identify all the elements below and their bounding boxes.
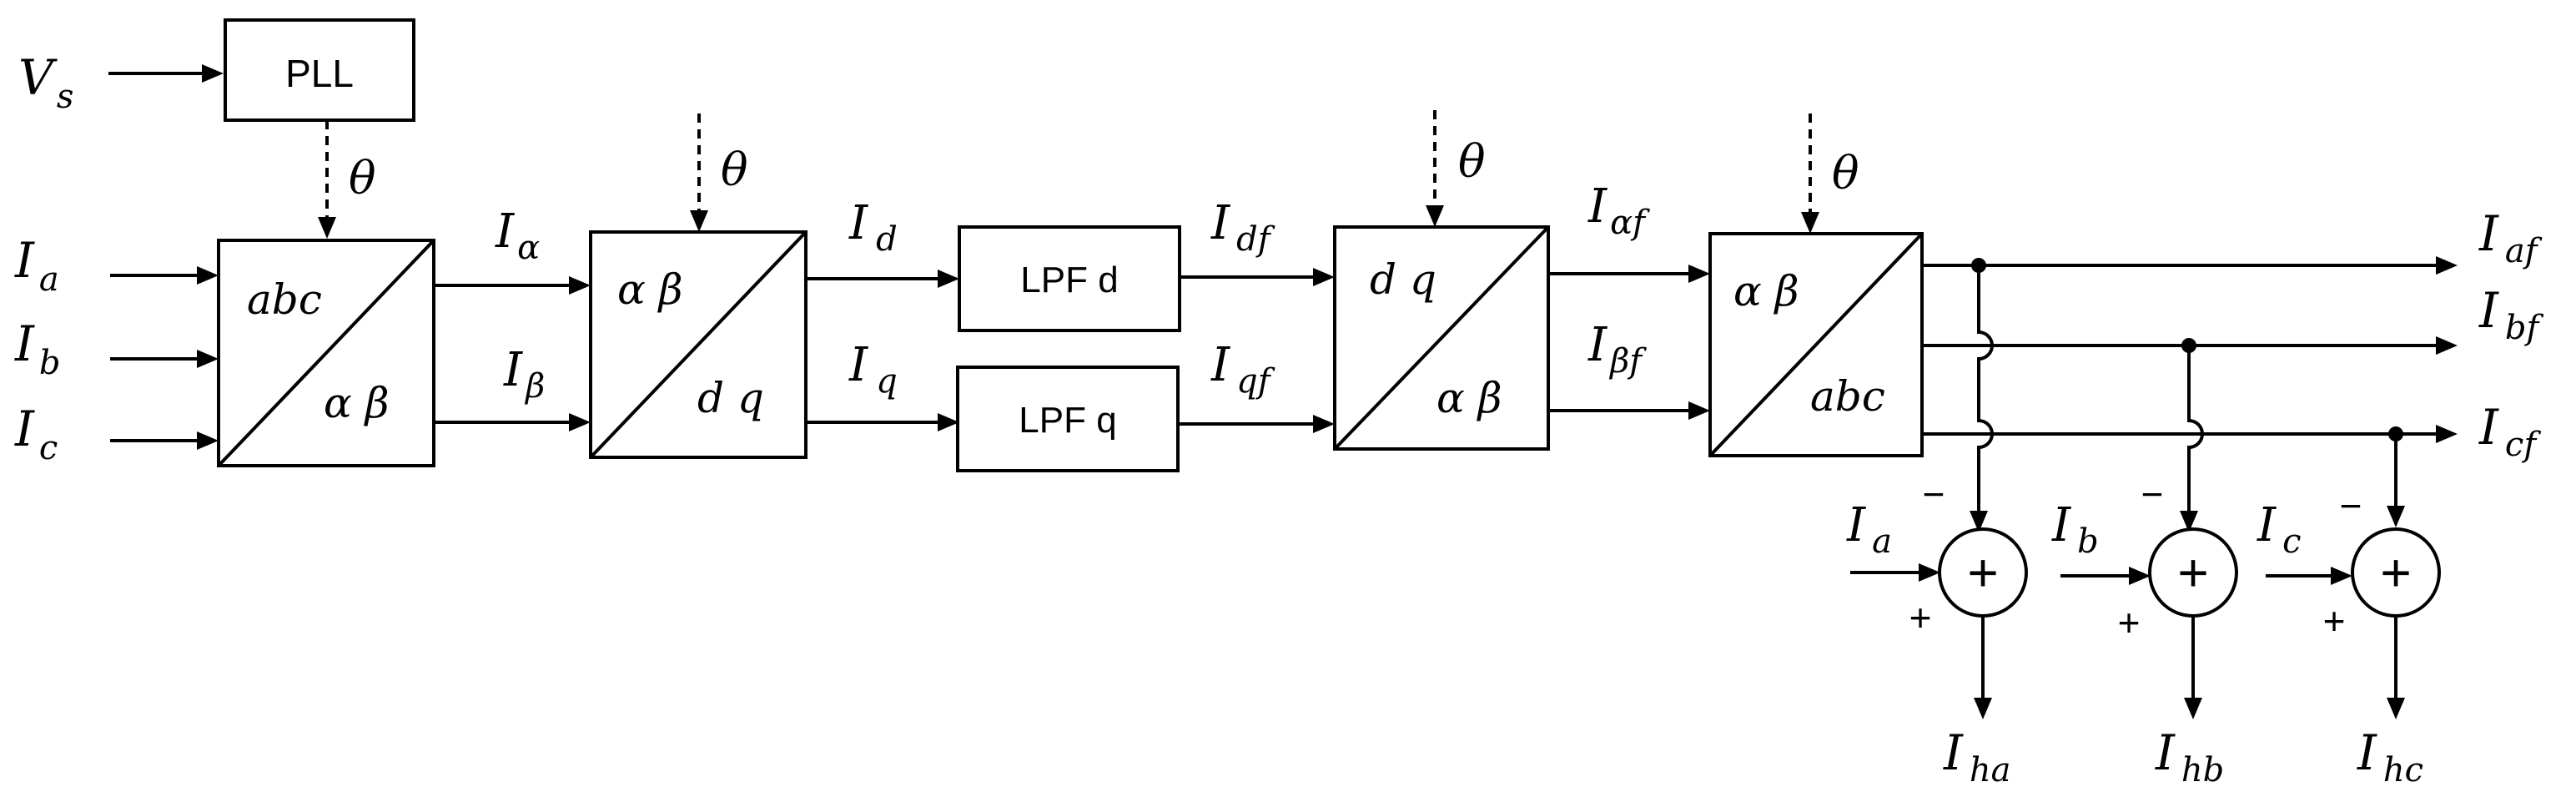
summer-c-symbol: + — [2380, 542, 2411, 603]
theta-label-1: θ — [349, 152, 376, 204]
alphabeta-dq-bottom: d q — [697, 374, 764, 422]
summer-c-input-arrowhead — [2331, 567, 2352, 585]
ibf-arrowhead — [2436, 336, 2458, 355]
tap-arrowhead-b — [2180, 511, 2198, 532]
summer-b-minus: − — [2141, 472, 2164, 516]
summer-a-minus: − — [1923, 472, 1945, 516]
summer-a-output-arrowhead — [1974, 698, 1992, 719]
icf-arrowhead — [2436, 425, 2458, 443]
abc-to-alphabeta-block: abc α β — [217, 239, 435, 467]
ialphaf-arrowhead — [1688, 265, 1710, 283]
lpf-d-label: LPF d — [1020, 260, 1118, 300]
id-arrowhead — [938, 270, 959, 288]
vs-arrowhead — [202, 64, 224, 83]
pll-label: PLL — [285, 52, 354, 95]
summer-a-symbol: + — [1967, 542, 1998, 603]
theta-label-2: θ — [721, 144, 748, 196]
ibetaf-arrowhead — [1688, 401, 1710, 420]
idf-arrowhead — [1313, 268, 1335, 286]
iqf-arrowhead — [1313, 415, 1335, 433]
summer-b-output-arrowhead — [2184, 698, 2202, 719]
summer-b-input-arrowhead — [2129, 567, 2151, 585]
pll-block: PLL — [224, 18, 415, 122]
svg-text:Vs: Vs — [18, 49, 73, 116]
tap-wire-a — [1977, 265, 1994, 512]
tap-wire-b — [2187, 346, 2204, 512]
iq-arrowhead — [938, 413, 959, 431]
tap-arrowhead-c — [2387, 506, 2405, 527]
lpf-q-block: LPF q — [956, 366, 1180, 472]
ia-arrowhead — [197, 266, 219, 285]
alphabeta-abc-bottom: abc — [1810, 372, 1885, 421]
abc-alphabeta-top: abc — [247, 275, 322, 324]
theta-label-4: θ — [1832, 147, 1859, 199]
tap-arrowhead-a — [1970, 511, 1988, 532]
dq-alphabeta-top: d q — [1370, 255, 1436, 304]
summer-c-minus: − — [2340, 484, 2362, 527]
theta-arrowhead-4 — [1801, 212, 1819, 234]
abc-alphabeta-bottom: α β — [324, 379, 390, 427]
lpf-d-block: LPF d — [958, 225, 1181, 332]
summer-b-symbol: + — [2177, 542, 2208, 603]
summer-c-plus: + — [2323, 599, 2346, 643]
ibeta-arrowhead — [569, 413, 591, 431]
pll-theta-arrowhead — [318, 217, 336, 239]
summing-junction-a: + — [1938, 527, 2028, 618]
theta-arrowhead-3 — [1426, 205, 1444, 227]
lpf-q-label: LPF q — [1019, 400, 1116, 441]
dq-alphabeta-bottom: α β — [1436, 374, 1502, 422]
dq-to-alphabeta-block: d q α β — [1333, 225, 1550, 451]
summing-junction-c: + — [2351, 527, 2441, 618]
alphabeta-dq-top: α β — [617, 265, 683, 314]
alphabeta-to-abc-block: α β abc — [1708, 232, 1924, 457]
summing-junction-b: + — [2148, 527, 2238, 618]
summer-a-plus: + — [1909, 596, 1932, 639]
summer-a-input-arrowhead — [1919, 563, 1940, 582]
ialpha-arrowhead — [569, 276, 591, 295]
alphabeta-to-dq-block: α β d q — [589, 230, 808, 459]
theta-label-3: θ — [1458, 135, 1486, 188]
ic-arrowhead — [197, 431, 219, 450]
theta-arrowhead-2 — [690, 210, 708, 232]
ib-arrowhead — [197, 350, 219, 368]
iaf-arrowhead — [2436, 256, 2458, 275]
summer-b-plus: + — [2118, 601, 2141, 644]
summer-c-output-arrowhead — [2387, 698, 2405, 719]
alphabeta-abc-top: α β — [1733, 267, 1799, 315]
